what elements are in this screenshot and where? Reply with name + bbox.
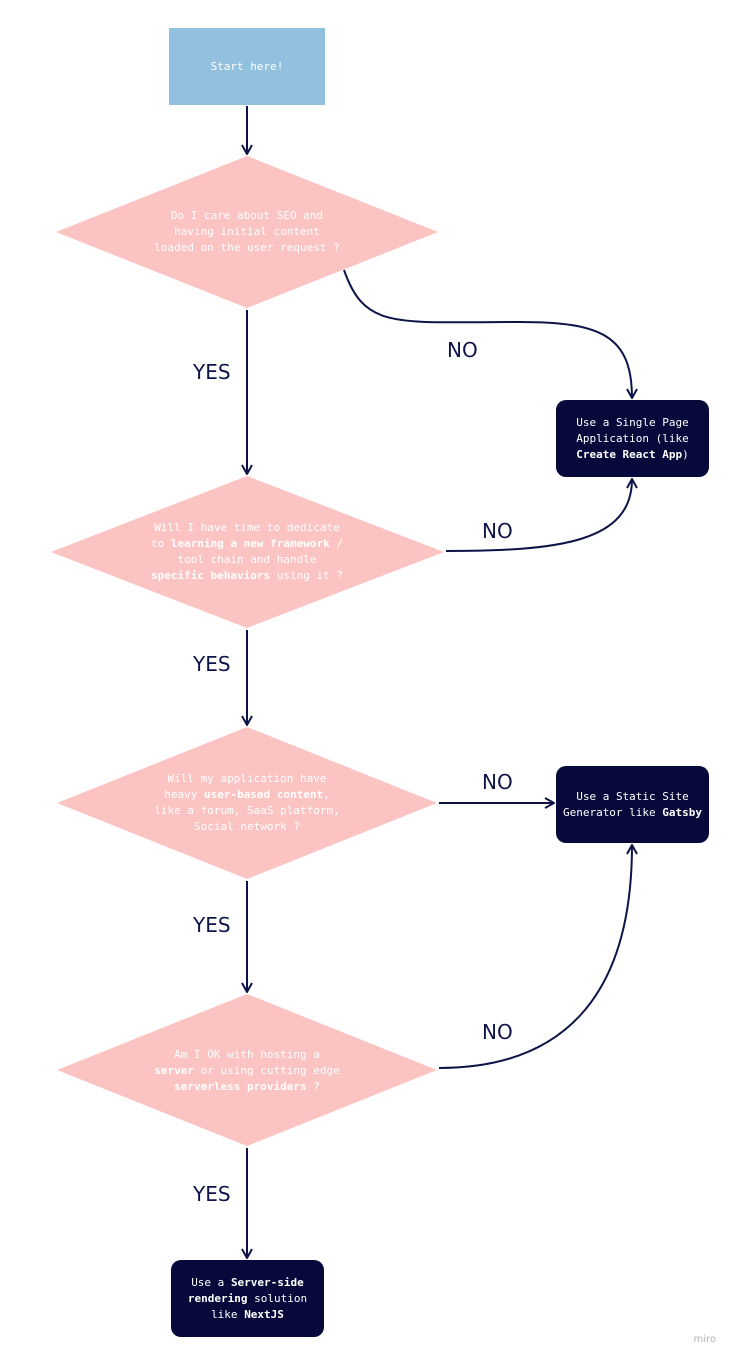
decision-user-content-label: Will my application have heavy user-based… [130,766,364,840]
decision-server-hosting-label: Am I OK with hosting a server or using cu… [130,1043,364,1099]
decision-learning-time-label: Will I have time to dedicate to learning … [130,514,364,590]
decision-user-content[interactable] [57,727,437,879]
emphasized-text: specific behaviors [150,569,271,582]
emphasized-text: Server-side [230,1275,304,1289]
text-run: ) [682,447,689,461]
decision-server-hosting[interactable] [57,994,437,1146]
start-node-label: Start here! [210,59,284,73]
emphasized-text: NextJS [244,1307,284,1321]
text-run: Do I care about SEO and [170,209,324,222]
text-run: having initial content [174,225,320,238]
edge-label-yes-learning: YES [193,652,231,676]
text-run: Use a [191,1275,231,1289]
text-run: Use a Static Site [576,789,689,803]
edge-label-no-user-content: NO [482,770,513,794]
text-run: to [150,537,171,550]
miro-watermark: miro [693,1334,716,1345]
emphasized-text: learning a new framework [170,537,330,550]
text-run: Will I have time to dedicate [154,521,340,534]
edge-label-yes-seo: YES [193,360,231,384]
text-run: tool chain and handle [177,553,317,566]
emphasized-text: serverless providers [174,1080,307,1093]
result-ssr[interactable] [171,1260,324,1337]
decision-seo[interactable] [56,156,438,308]
emphasized-text: Gatsby [662,805,703,819]
text-run: heavy [164,788,204,801]
decision-seo-label: Do I care about SEO and having initial co… [130,200,364,264]
emphasized-text: user-based content [203,788,324,801]
connector-seo-no [343,269,638,399]
start-node[interactable] [169,28,325,105]
emphasized-text: rendering [187,1291,248,1305]
result-spa[interactable] [556,400,709,477]
connector-server-no [438,844,638,1069]
edge-label-no-server: NO [482,1020,513,1044]
connector-learning-no [445,478,638,552]
text-run: ? [306,1080,320,1093]
edge-label-yes-user-content: YES [193,913,231,937]
text-run: Social network ? [194,820,300,833]
decision-learning-time[interactable] [51,476,444,628]
text-run: like [211,1307,245,1321]
result-ssg[interactable] [556,766,709,843]
text-run: , [323,788,330,801]
text-run: using it ? [270,569,344,582]
text-run: / [329,537,344,550]
edge-label-no-learning: NO [482,519,513,543]
text-run: loaded on the user request ? [154,241,340,254]
emphasized-text: server [154,1064,195,1077]
text-run: Generator like [562,805,663,819]
text-run: Will my application have [167,772,327,785]
text-run: Application (like [576,431,689,445]
text-run: Am I OK with hosting a [174,1048,320,1061]
text-run: solution [247,1291,308,1305]
edge-label-no-seo: NO [447,338,478,362]
text-run: or using cutting edge [194,1064,340,1077]
text-run: like a forum, SaaS platform, [154,804,340,817]
emphasized-text: Create React App [576,447,683,461]
text-run: Use a Single Page [576,415,689,429]
edge-label-yes-server: YES [193,1182,231,1206]
